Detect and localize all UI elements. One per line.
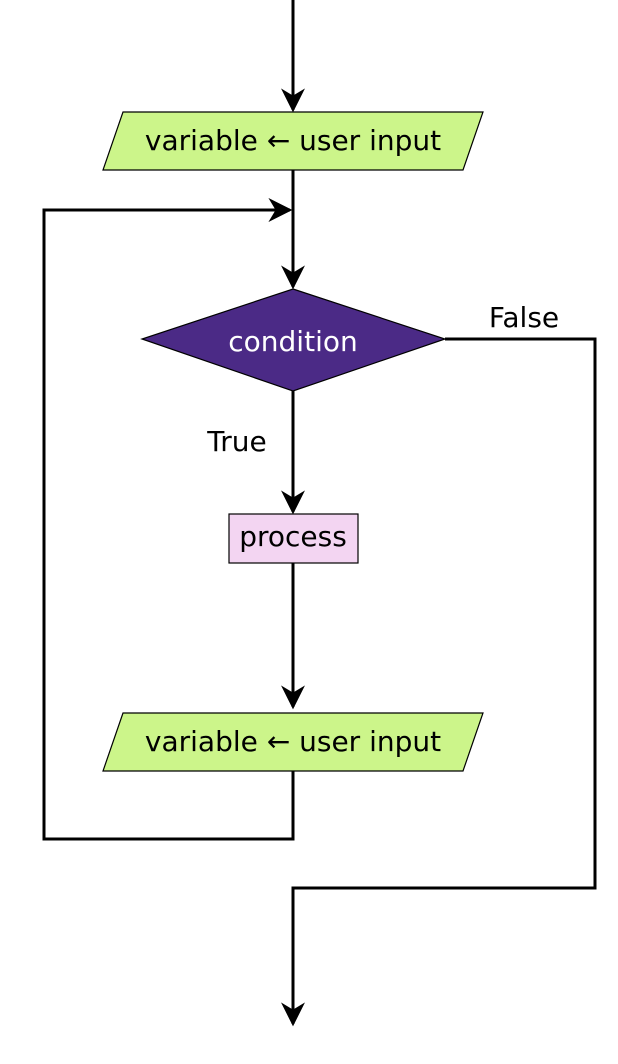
condition-node: condition	[140, 288, 447, 392]
input-node-bottom-shape	[102, 712, 484, 772]
process-node-label: process	[239, 520, 347, 553]
input-node-top-shape	[102, 111, 484, 171]
process-node: process	[228, 513, 359, 564]
false-label: False	[489, 301, 559, 334]
edge-loop-back	[42, 198, 295, 841]
process-node-shape	[228, 513, 359, 564]
condition-node-shape	[140, 288, 447, 392]
input-node-top-label: variable ← user input	[145, 124, 441, 157]
true-label: True	[206, 425, 266, 458]
input-node-bottom-label: variable ← user input	[145, 725, 441, 758]
edge-false-exit	[281, 337, 597, 1027]
input-node-top: variable ← user input	[102, 111, 484, 171]
condition-node-label: condition	[228, 325, 357, 358]
input-node-bottom: variable ← user input	[102, 712, 484, 772]
